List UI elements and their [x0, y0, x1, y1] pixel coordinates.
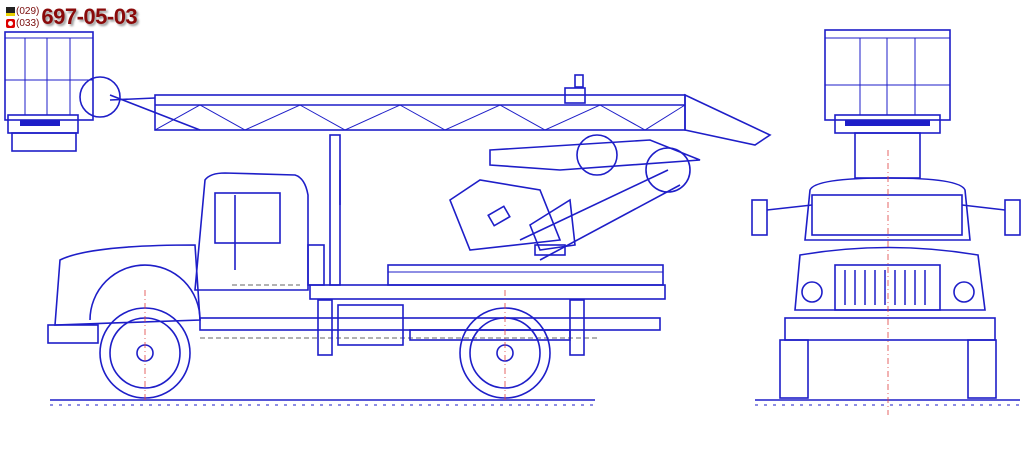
ground-line — [50, 399, 1020, 406]
phone-number[interactable]: 697-05-03 — [41, 4, 138, 29]
phone-code: (033) — [16, 17, 40, 29]
operator-codes: (029) (033) — [6, 6, 39, 29]
lift-mechanism — [329, 134, 701, 286]
centerlines — [144, 290, 506, 400]
phone-banner[interactable]: (029) (033) 697-05-03 — [6, 4, 138, 30]
side-basket — [4, 31, 121, 152]
chassis-frame — [199, 264, 666, 356]
telescopic-boom — [109, 74, 772, 146]
velcom-icon — [6, 6, 15, 16]
front-view — [751, 29, 1021, 415]
mts-icon — [6, 18, 15, 28]
truck-cab — [47, 172, 325, 344]
phone-code: (029) — [16, 5, 40, 17]
